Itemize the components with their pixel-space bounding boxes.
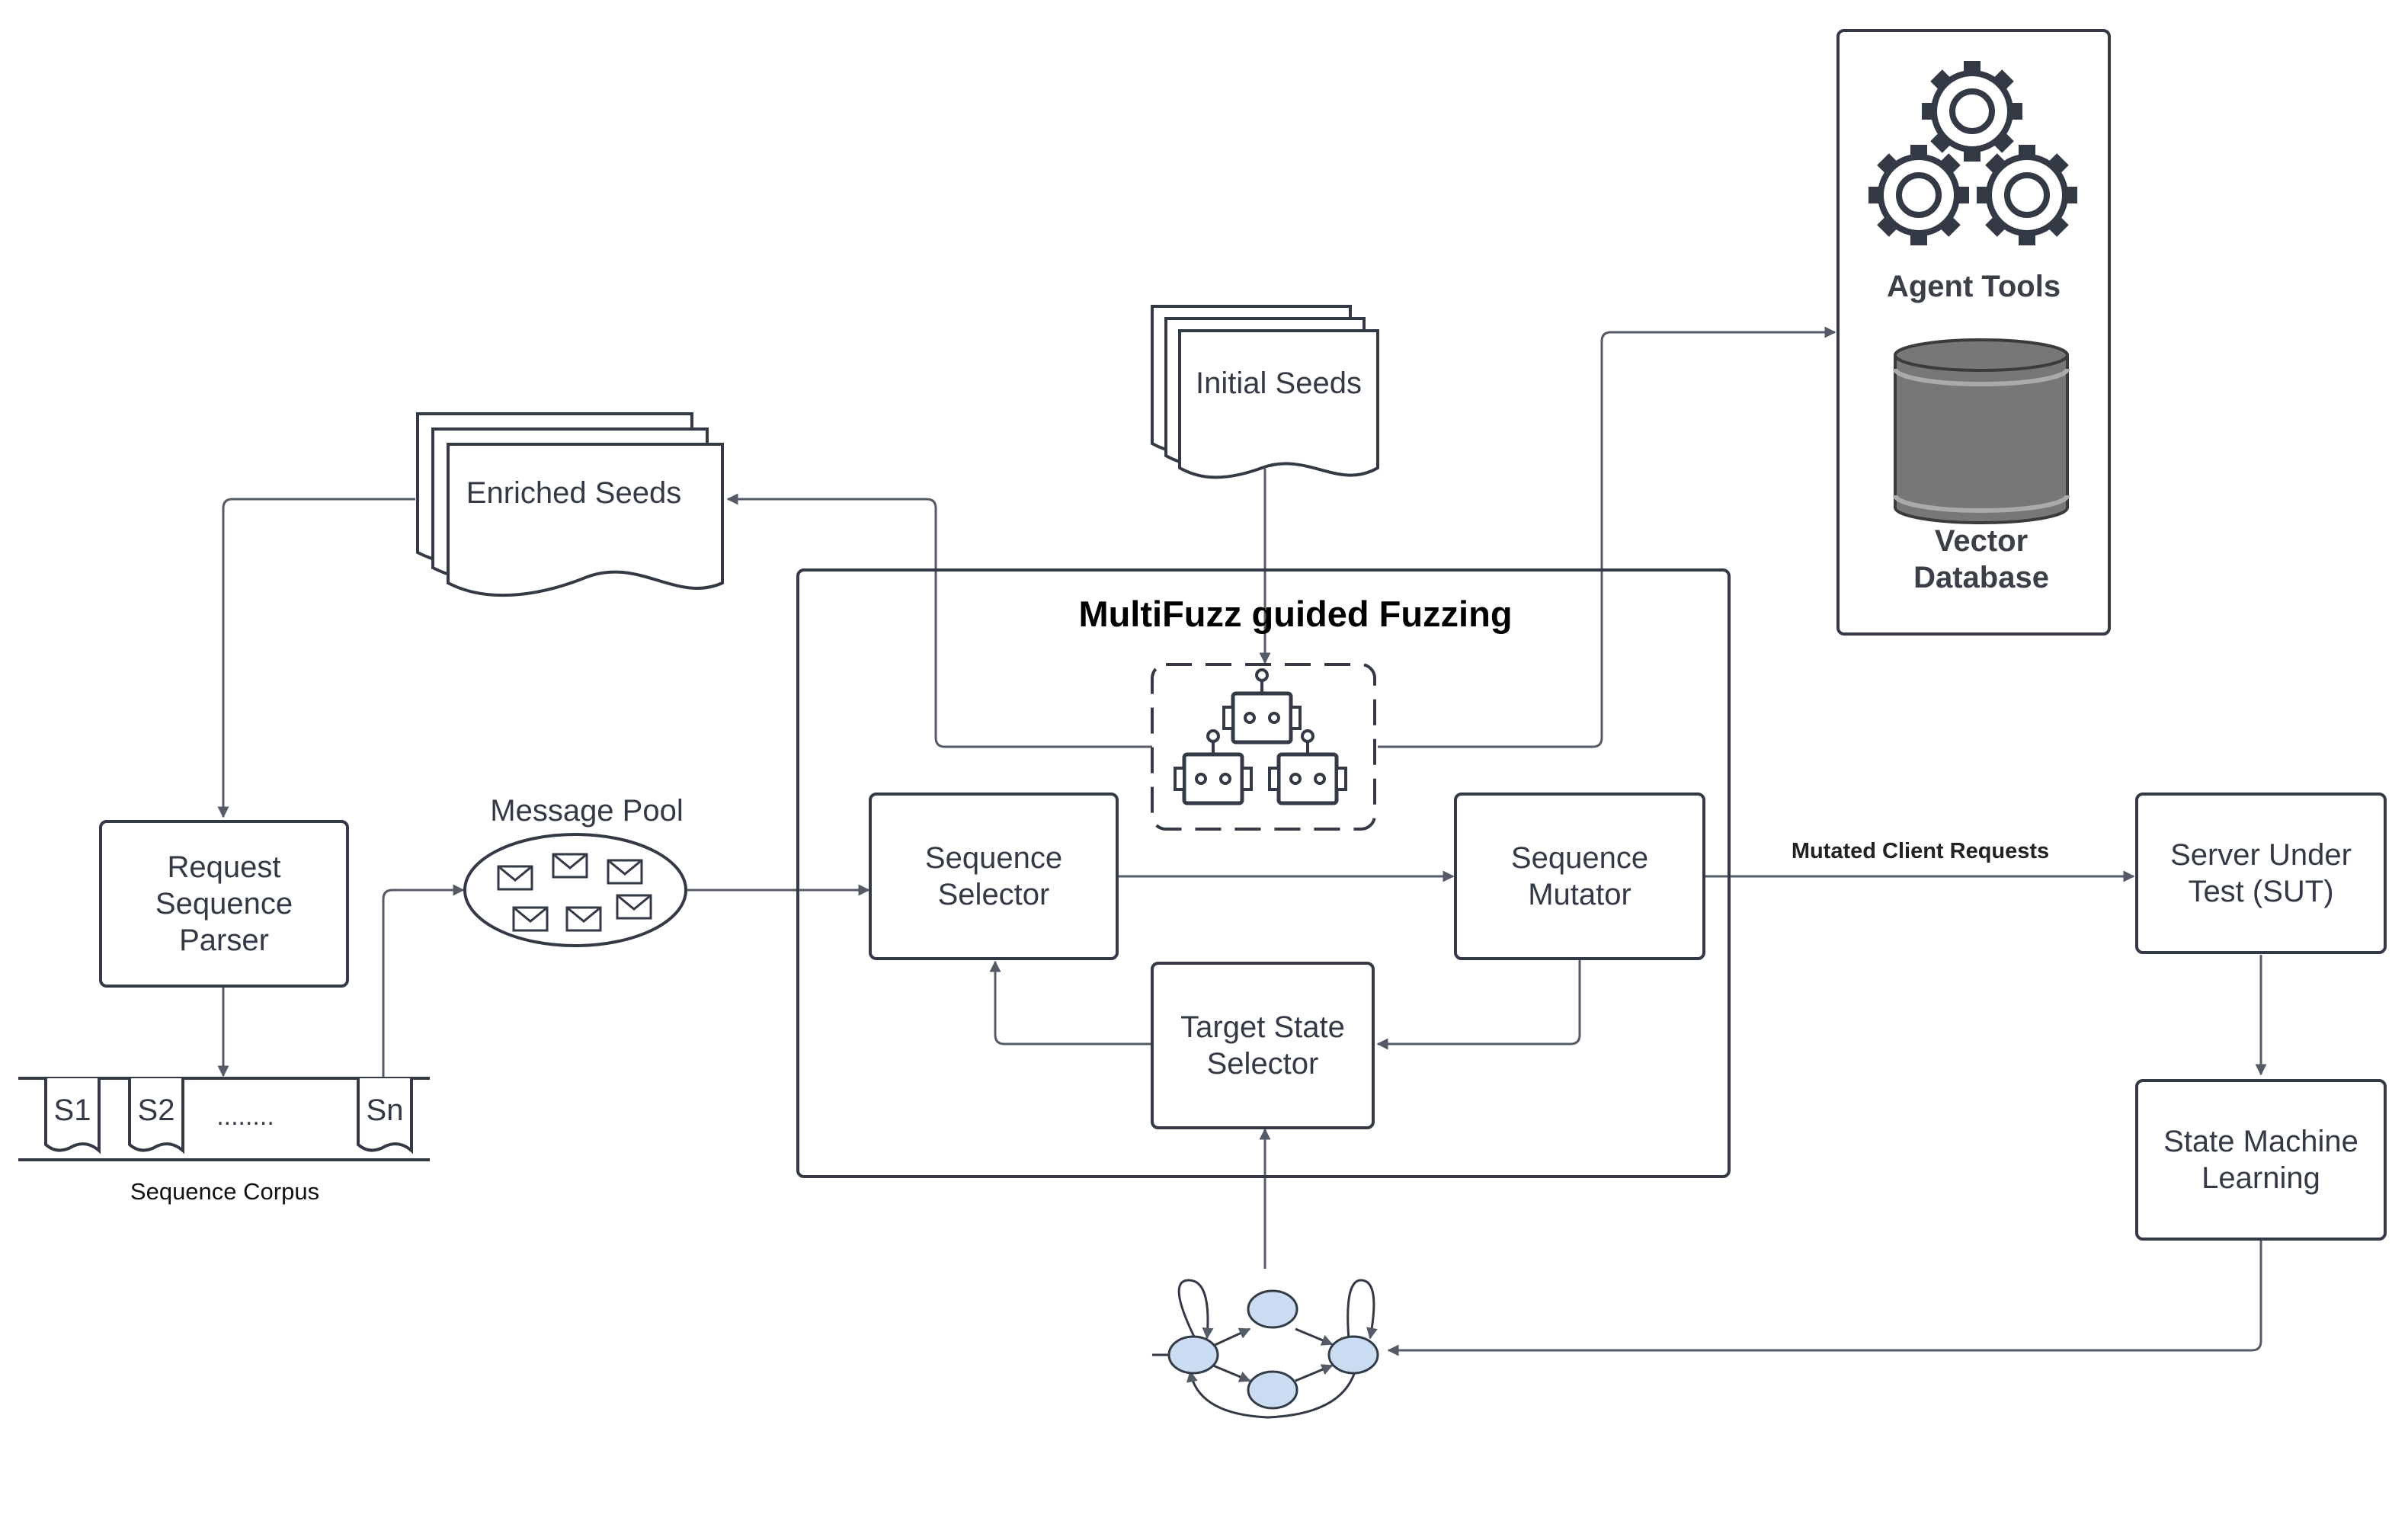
message-pool-label: Message Pool — [490, 794, 684, 828]
request-parser-box[interactable] — [99, 820, 349, 988]
state-machine-learning-label: State Machine Learning — [2163, 1125, 2358, 1195]
corpus-item-s2-icon — [128, 1078, 184, 1154]
request-parser-label: Request Sequence Parser — [155, 850, 293, 957]
sequence-selector-label: Sequence Selector — [924, 841, 1063, 911]
corpus-item-sn-icon — [357, 1078, 413, 1154]
database-icon — [1893, 338, 2070, 524]
multifuzz-container — [796, 568, 1731, 1178]
edge-agents-to-enriched — [726, 493, 1152, 748]
sequence-corpus-caption: Sequence Corpus — [130, 1178, 320, 1205]
target-state-selector-box[interactable] — [1151, 962, 1375, 1129]
edge-mutator-to-target — [1376, 960, 1581, 1050]
corpus-item-s1: S1 — [53, 1094, 91, 1127]
edge-target-to-selector — [989, 960, 1152, 1045]
corpus-ellipsis: ........ — [216, 1101, 274, 1131]
sequence-selector-box[interactable] — [869, 793, 1119, 960]
mutated-requests-label: Mutated Client Requests — [1791, 839, 2050, 863]
sequence-corpus — [18, 1077, 430, 1161]
initial-seeds-document-icon[interactable] — [1151, 305, 1379, 479]
enriched-seeds-document-icon[interactable] — [416, 412, 724, 597]
corpus-item-sn: Sn — [366, 1094, 404, 1127]
edge-sml-to-statemachine — [1387, 1241, 2262, 1356]
corpus-item-s1-icon — [44, 1078, 101, 1154]
enriched-seeds-label: Enriched Seeds — [466, 476, 682, 510]
agent-tools-label: Agent Tools — [1886, 270, 2061, 303]
edge-enriched-to-parser — [217, 498, 415, 818]
corpus-item-s2: S2 — [137, 1094, 175, 1127]
robot-agents-icon[interactable] — [1151, 663, 1376, 831]
sequence-mutator-label: Sequence Mutator — [1510, 841, 1649, 911]
edge-agents-to-tools — [1378, 326, 1836, 748]
connectors — [217, 326, 2267, 1356]
vector-database-label: Vector Database — [1913, 524, 2049, 594]
target-state-selector-label: Target State Selector — [1180, 1010, 1345, 1081]
sequence-mutator-box[interactable] — [1454, 793, 1705, 960]
message-pool-icon[interactable] — [463, 833, 687, 947]
diagram-title: MultiFuzz guided Fuzzing — [1078, 594, 1513, 634]
state-machine-learning-box[interactable] — [2135, 1079, 2387, 1241]
initial-seeds-label: Initial Seeds — [1196, 367, 1362, 400]
sut-box[interactable] — [2135, 793, 2387, 954]
state-machine-icon[interactable] — [1152, 1279, 1379, 1419]
sut-label: Server Under Test (SUT) — [2170, 838, 2352, 908]
edge-corpus-to-pool — [382, 884, 465, 1078]
